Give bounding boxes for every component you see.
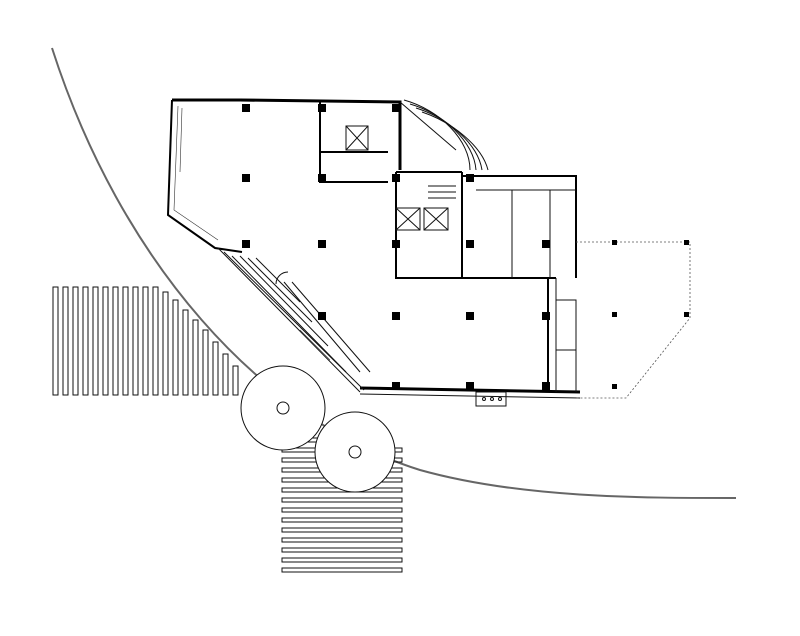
road-curve <box>51 47 737 499</box>
dashed-terrace <box>576 241 691 399</box>
entry-threshold <box>475 391 507 407</box>
parking-stripes-left <box>52 286 239 396</box>
facade-ramp <box>217 247 371 393</box>
structural-columns <box>242 104 689 390</box>
right-wing <box>462 175 577 392</box>
tree-symbols <box>240 365 396 493</box>
building-outline <box>166 98 581 399</box>
elevator-core <box>345 125 456 231</box>
door-swing <box>275 271 289 285</box>
curved-steps <box>403 99 489 171</box>
